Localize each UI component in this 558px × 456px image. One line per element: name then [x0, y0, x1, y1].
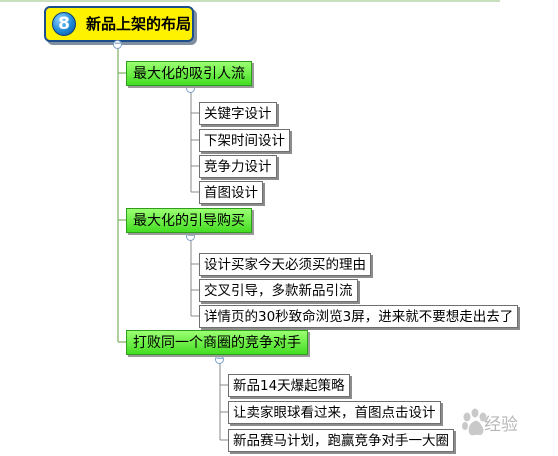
root-node[interactable]: 8 新品上架的布局 — [44, 6, 194, 42]
branch-node-attract-traffic[interactable]: 最大化的吸引人流 — [126, 61, 252, 86]
leaf-node-must-buy-reason[interactable]: 设计买家今天必须买的理由 — [199, 253, 371, 276]
leaf-node-cross-guidance[interactable]: 交叉引导，多款新品引流 — [199, 279, 358, 302]
leaf-node-delisting-time-design[interactable]: 下架时间设计 — [199, 129, 290, 152]
root-node-label: 新品上架的布局 — [86, 15, 192, 33]
leaf-node-main-image-click-design[interactable]: 让卖家眼球看过来，首图点击设计 — [228, 401, 441, 424]
leaf-node-competitiveness-design[interactable]: 竞争力设计 — [199, 155, 277, 178]
leaf-node-14-day-strategy[interactable]: 新品14天爆起策略 — [228, 374, 350, 397]
branch-node-beat-competitors[interactable]: 打败同一个商圈的竞争对手 — [126, 330, 308, 355]
leaf-node-keyword-design[interactable]: 关键字设计 — [199, 102, 277, 125]
collapse-toggle-root[interactable]: − — [113, 39, 122, 49]
collapse-toggle-branch-3[interactable]: − — [215, 354, 224, 364]
leaf-node-horse-race-plan[interactable]: 新品赛马计划，跑赢竞争对手一大圈 — [228, 429, 454, 452]
leaf-node-detail-page-30s[interactable]: 详情页的30秒致命浏览3屏，进来就不要想走出去了 — [199, 305, 519, 328]
watermark-text: 经验 — [484, 415, 518, 435]
priority-8-icon: 8 — [52, 12, 76, 36]
branch-node-guide-purchase[interactable]: 最大化的引导购买 — [126, 208, 252, 233]
leaf-node-main-image-design[interactable]: 首图设计 — [199, 181, 263, 204]
